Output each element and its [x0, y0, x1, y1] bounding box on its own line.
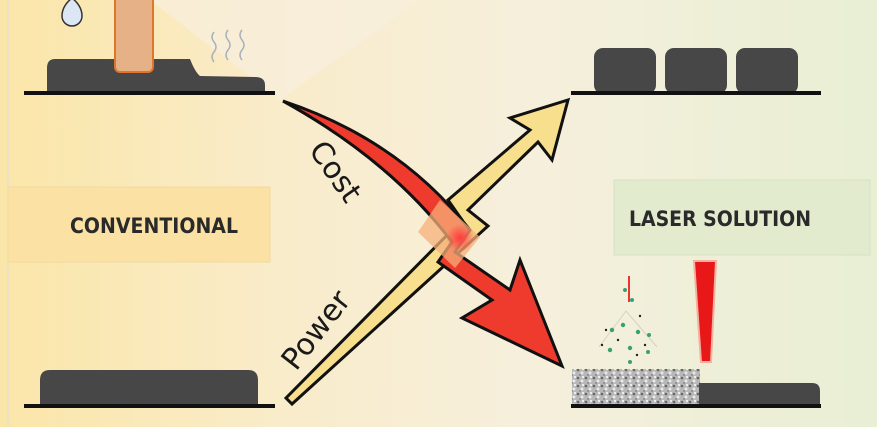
baseline: [571, 91, 821, 95]
printed-block: [665, 48, 727, 94]
heat-waves-icon: [211, 29, 245, 63]
baseline: [24, 91, 275, 95]
laser-solution-label: LASER SOLUTION: [629, 207, 811, 231]
laser-process-bottom: [571, 260, 821, 408]
sintered-layer: [699, 383, 820, 406]
label-background: [613, 179, 871, 256]
conventional-process-bottom: [24, 370, 275, 408]
printed-block: [736, 48, 798, 94]
spray-cone: [598, 310, 658, 348]
conventional-label-box: CONVENTIONAL: [7, 186, 271, 263]
baseline: [571, 404, 821, 408]
conventional-label: CONVENTIONAL: [70, 214, 238, 238]
laser-label-box: LASER SOLUTION: [613, 179, 871, 256]
overlap-glow: [446, 224, 474, 252]
nozzle-icon: [114, 0, 154, 73]
background-light-wedge: [150, 0, 420, 100]
conventional-process-top: [24, 0, 275, 95]
substrate-layer: [40, 370, 258, 406]
label-background: [7, 186, 271, 263]
baseline: [24, 404, 275, 408]
spray-particles: [600, 288, 651, 364]
substrate-layer: [47, 59, 265, 92]
cost-arrow: [282, 99, 565, 370]
laser-result-top: [571, 48, 821, 95]
droplet-icon: [61, 0, 83, 27]
porous-deposit: [572, 369, 700, 406]
laser-beam-icon: [692, 260, 718, 363]
printed-block: [594, 48, 656, 94]
